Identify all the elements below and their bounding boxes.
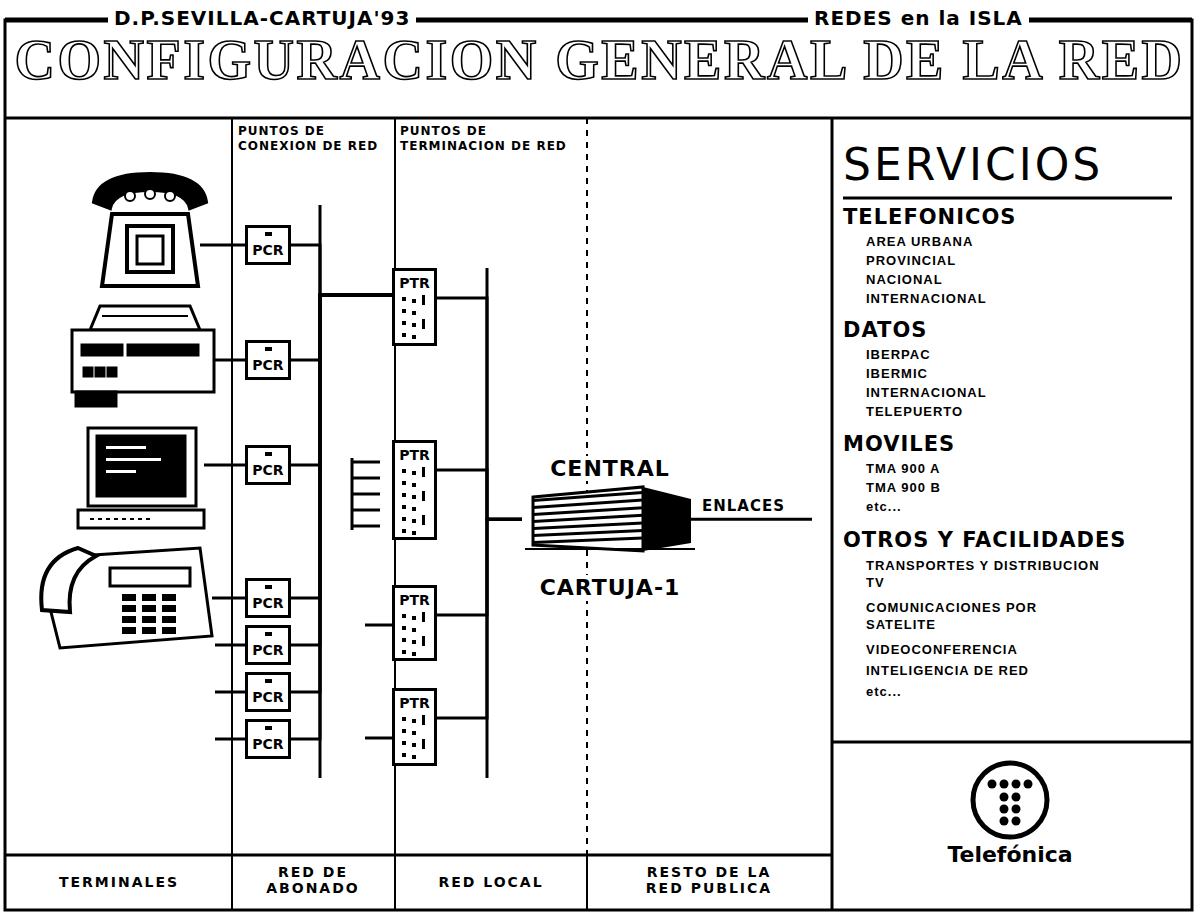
service-item: IBERPAC <box>866 347 931 364</box>
link-label: ENLACES <box>700 498 787 515</box>
network-cable <box>291 295 392 739</box>
connection-point-box: PCR <box>245 578 291 618</box>
indicator-mark <box>265 585 272 589</box>
box-label: PTR <box>399 695 430 711</box>
service-item: TMA 900 A <box>866 461 941 478</box>
termination-point-box: PTR <box>392 688 437 766</box>
telefonica-logo <box>973 763 1047 837</box>
service-category: TELEFONICOS <box>843 205 1016 229</box>
service-item: TELEPUERTO <box>866 404 963 421</box>
network-cable <box>291 295 392 645</box>
terminal-block-pins <box>398 713 428 765</box>
header-text: D.P.SEVILLA-CARTUJA'93 <box>108 7 416 30</box>
connection-point-box: PCR <box>245 719 291 759</box>
box-label: PCR <box>252 242 283 258</box>
termination-point-box: PTR <box>392 585 437 661</box>
connection-point-box: PCR <box>245 672 291 712</box>
service-category: MOVILES <box>843 432 955 456</box>
box-label: PTR <box>399 592 430 608</box>
connection-point-box: PCR <box>245 625 291 665</box>
section-name: TERMINALES <box>10 874 228 890</box>
terminal-block-pins <box>398 465 428 539</box>
service-item: etc... <box>866 684 902 701</box>
service-item: INTERNACIONAL <box>866 385 987 402</box>
telephone-icon <box>94 174 206 286</box>
service-item: AREA URBANA <box>866 234 973 251</box>
exchange-name: CARTUJA-1 <box>538 575 683 600</box>
bus-lines <box>320 205 487 778</box>
terminal-block-pins <box>398 610 428 660</box>
network-cable <box>437 298 522 519</box>
termination-point-box: PTR <box>392 268 437 346</box>
indicator-mark <box>265 452 272 456</box>
keypad <box>122 594 176 634</box>
frame <box>5 20 1192 910</box>
indicator-mark <box>265 632 272 636</box>
indicator-mark <box>265 347 272 351</box>
section-name: RED LOCAL <box>398 874 584 890</box>
box-label: PCR <box>252 689 283 705</box>
connection-point-box: PCR <box>245 445 291 485</box>
title-row: CONFIGURACION GENERAL DE LA RED <box>12 30 1187 92</box>
network-cable <box>437 470 522 519</box>
service-item: COMUNICACIONES POR SATELITE <box>866 600 1106 634</box>
network-cable <box>291 245 392 295</box>
box-label: PTR <box>399 275 430 291</box>
termination-point-box: PTR <box>392 440 437 540</box>
service-item: INTERNACIONAL <box>866 291 987 308</box>
building-icon <box>525 483 695 555</box>
computer-icon <box>78 428 204 528</box>
service-category: OTROS Y FACILIDADES <box>843 528 1126 552</box>
indicator-mark <box>265 232 272 236</box>
fax-icon <box>72 306 214 406</box>
indicator-mark <box>265 679 272 683</box>
keyphone-icon <box>41 548 212 648</box>
network-cable <box>291 295 392 692</box>
indicator-mark <box>265 726 272 730</box>
service-item: VIDEOCONFERENCIA <box>866 642 1018 659</box>
box-label: PCR <box>252 595 283 611</box>
box-label: PCR <box>252 736 283 752</box>
service-item: IBERMIC <box>866 366 928 383</box>
box-label: PCR <box>252 642 283 658</box>
service-item: PROVINCIAL <box>866 253 956 270</box>
network-cable <box>291 295 392 465</box>
terminal-block-pins <box>398 293 428 345</box>
terminal-wires <box>200 245 245 739</box>
service-item: INTELIGENCIA DE RED <box>866 663 1029 680</box>
exchange-building: CENTRAL CARTUJA-1 <box>522 456 698 601</box>
network-cable <box>291 295 392 598</box>
box-label: PCR <box>252 357 283 373</box>
box-label: PCR <box>252 462 283 478</box>
header-text: REDES en la ISLA <box>808 7 1029 30</box>
column-heading: PUNTOS DE CONEXION DE RED <box>238 124 388 154</box>
service-item: TMA 900 B <box>866 480 941 497</box>
panel-heading: SERVICIOS <box>843 140 1103 191</box>
connection-point-box: PCR <box>245 340 291 380</box>
connection-point-box: PCR <box>245 225 291 265</box>
trunk-line <box>691 518 812 521</box>
network-cable <box>291 295 392 360</box>
trunk-line <box>691 519 812 520</box>
column-heading: PUNTOS DE TERMINACION DE RED <box>400 124 582 154</box>
section-name: RED DE ABONADO <box>253 864 373 896</box>
service-item: etc... <box>866 499 902 516</box>
service-item: NACIONAL <box>866 272 943 289</box>
exchange-name: CENTRAL <box>548 456 672 481</box>
network-cable <box>437 519 522 615</box>
box-label: PTR <box>399 447 430 463</box>
brand-name: Telefónica <box>930 842 1090 867</box>
diagram-title: CONFIGURACION GENERAL DE LA RED <box>15 30 1185 92</box>
section-name: RESTO DE LA RED PUBLICA <box>634 864 784 896</box>
service-category: DATOS <box>843 318 927 342</box>
service-item: TRANSPORTES Y DISTRIBUCION TV <box>866 558 1106 592</box>
network-cable <box>437 519 522 718</box>
